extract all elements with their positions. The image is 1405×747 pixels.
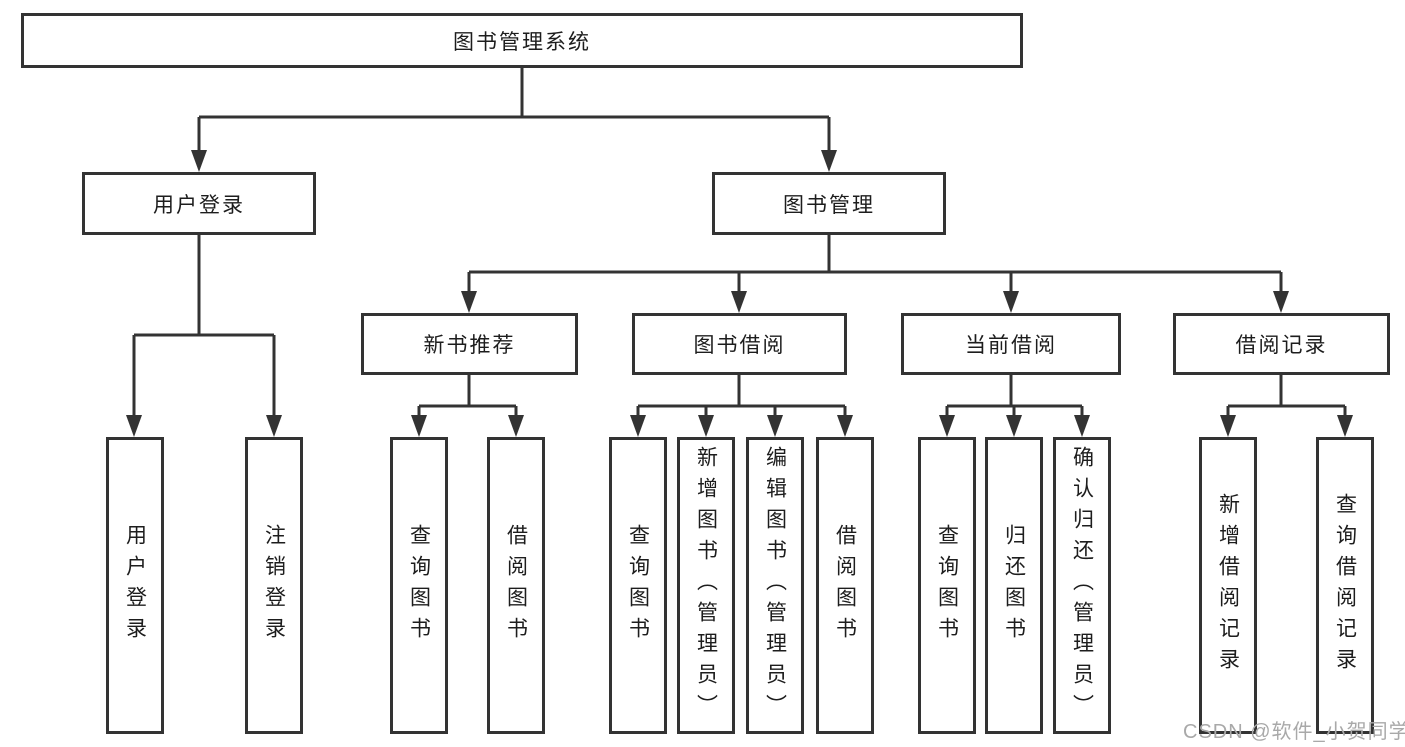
node-book-borrow-label: 图书借阅 <box>693 334 786 357</box>
leaf-add-borrow-record: 新增借阅记录 <box>1199 437 1257 734</box>
leaf-edit-books-admin-label: 编辑图书（管理员） <box>763 446 787 725</box>
node-book-management: 图书管理 <box>712 172 946 235</box>
node-root: 图书管理系统 <box>21 13 1023 68</box>
leaf-query-borrow-record: 查询借阅记录 <box>1316 437 1374 734</box>
node-book-management-label: 图书管理 <box>783 193 875 217</box>
node-user-login: 用户登录 <box>82 172 316 235</box>
node-current-borrow: 当前借阅 <box>901 313 1121 375</box>
leaf-borrow-query-books: 查询图书 <box>609 437 667 734</box>
leaf-add-books-admin-label: 新增图书（管理员） <box>694 446 718 725</box>
leaf-edit-books-admin: 编辑图书（管理员） <box>746 437 804 734</box>
leaf-borrow-query-books-label: 查询图书 <box>626 523 650 648</box>
leaf-return-books: 归还图书 <box>985 437 1043 734</box>
leaf-user-login-label: 用户登录 <box>123 523 147 648</box>
leaf-current-query-books: 查询图书 <box>918 437 976 734</box>
leaf-borrow-books: 借阅图书 <box>816 437 874 734</box>
leaf-logout: 注销登录 <box>245 437 303 734</box>
node-book-borrow: 图书借阅 <box>632 313 847 375</box>
node-root-label: 图书管理系统 <box>453 30 591 54</box>
leaf-borrow-books-label: 借阅图书 <box>833 523 857 648</box>
node-new-book-recommend: 新书推荐 <box>361 313 578 375</box>
leaf-add-books-admin: 新增图书（管理员） <box>677 437 735 734</box>
leaf-user-login: 用户登录 <box>106 437 164 734</box>
leaf-current-query-books-label: 查询图书 <box>935 523 959 648</box>
leaf-add-borrow-record-label: 新增借阅记录 <box>1216 492 1240 679</box>
leaf-return-books-label: 归还图书 <box>1002 523 1026 648</box>
leaf-query-borrow-record-label: 查询借阅记录 <box>1333 492 1357 679</box>
node-user-login-label: 用户登录 <box>153 193 245 217</box>
leaf-confirm-return-admin: 确认归还（管理员） <box>1053 437 1111 734</box>
leaf-recommend-borrow-books: 借阅图书 <box>487 437 545 734</box>
leaf-logout-label: 注销登录 <box>262 523 286 648</box>
node-borrow-records: 借阅记录 <box>1173 313 1390 375</box>
node-borrow-records-label: 借阅记录 <box>1235 334 1328 357</box>
leaf-recommend-query-books-label: 查询图书 <box>407 523 431 648</box>
node-current-borrow-label: 当前借阅 <box>965 334 1057 357</box>
csdn-watermark: CSDN @软件_小贺同学 <box>1183 721 1405 743</box>
leaf-recommend-borrow-books-label: 借阅图书 <box>504 523 528 648</box>
node-new-book-recommend-label: 新书推荐 <box>423 334 516 357</box>
leaf-confirm-return-admin-label: 确认归还（管理员） <box>1070 446 1094 725</box>
leaf-recommend-query-books: 查询图书 <box>390 437 448 734</box>
